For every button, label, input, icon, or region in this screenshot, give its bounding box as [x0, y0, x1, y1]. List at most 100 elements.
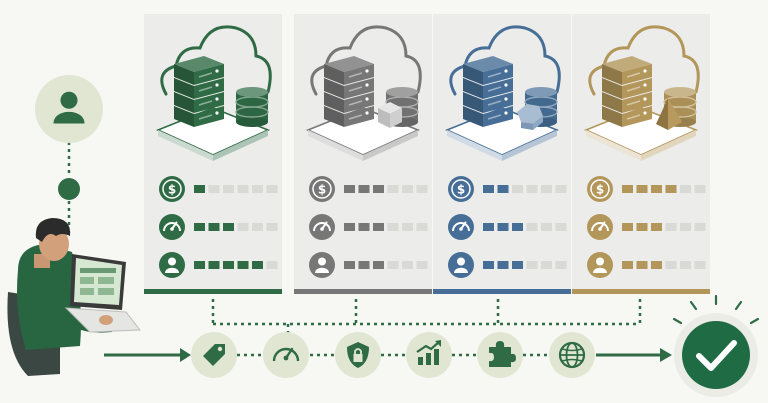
metric-row-2	[309, 214, 428, 240]
level-bar-filled	[483, 261, 494, 269]
level-bar-filled	[358, 223, 370, 231]
connection-lines	[67, 142, 672, 362]
metric-row-2	[587, 214, 706, 240]
cloud-icon	[310, 25, 422, 96]
check-icon	[696, 340, 737, 371]
level-bar-empty	[665, 261, 677, 269]
criterion-6	[549, 332, 595, 378]
metric-row-2	[448, 214, 567, 240]
level-bar-filled	[512, 261, 523, 269]
level-bar-filled	[252, 261, 263, 269]
cloud-icon	[449, 25, 561, 96]
gauge-icon	[313, 221, 331, 232]
level-bar-empty	[526, 261, 538, 269]
level-bar-filled	[344, 261, 355, 269]
connector-node	[58, 178, 80, 200]
level-bar-empty	[252, 185, 263, 193]
provider-column-2: $	[294, 14, 432, 294]
server-icon	[463, 56, 513, 127]
level-bar-empty	[223, 185, 234, 193]
level-bar-filled	[194, 261, 205, 269]
criterion-1	[191, 332, 237, 378]
globe-icon	[558, 341, 586, 369]
provider-columns: $$$$	[144, 14, 710, 294]
level-bar-filled	[237, 261, 249, 269]
criterion-2	[263, 332, 309, 378]
level-bar-empty	[387, 261, 399, 269]
level-bar-empty	[680, 261, 691, 269]
provider-column-3: $	[433, 14, 571, 294]
level-bar-empty	[541, 185, 552, 193]
price-tag-icon	[203, 344, 225, 366]
level-bar-filled	[373, 223, 384, 231]
level-bar-filled	[483, 185, 494, 193]
level-bar-filled	[208, 223, 220, 231]
level-bar-empty	[266, 185, 278, 193]
database-icon	[235, 87, 269, 127]
level-bar-empty	[237, 223, 249, 231]
level-bar-empty	[266, 261, 278, 269]
user-icon	[165, 257, 179, 273]
level-bar-empty	[694, 185, 706, 193]
user-avatar-circle	[35, 75, 103, 143]
cloud-icon	[588, 25, 700, 96]
developer-torso	[17, 244, 81, 350]
level-bar-filled	[665, 185, 677, 193]
dollar-icon: $	[168, 183, 176, 197]
criterion-3	[335, 332, 381, 378]
metric-row-3	[309, 252, 428, 278]
level-bar-filled	[622, 223, 633, 231]
gauge-icon	[591, 221, 609, 232]
provider-column-1: $	[144, 14, 282, 294]
level-bar-empty	[387, 223, 399, 231]
provider-underline	[294, 289, 432, 294]
result-badge	[672, 294, 760, 397]
level-bar-filled	[194, 223, 205, 231]
level-bar-empty	[252, 223, 263, 231]
metric-row-3	[587, 252, 706, 278]
gauge-icon	[272, 347, 300, 362]
metric-row-1: $	[448, 176, 567, 202]
server-icon	[602, 56, 652, 127]
level-bar-empty	[555, 185, 567, 193]
level-bar-empty	[555, 261, 567, 269]
dollar-icon: $	[318, 183, 326, 197]
metric-badge	[309, 214, 335, 240]
level-bar-filled	[651, 261, 662, 269]
level-bar-filled	[636, 223, 648, 231]
provider-underline	[433, 289, 571, 294]
level-bar-filled	[223, 261, 234, 269]
level-bar-empty	[541, 261, 552, 269]
level-bar-empty	[680, 185, 691, 193]
level-bar-empty	[237, 185, 249, 193]
provider-column-4: $	[572, 14, 710, 294]
level-bar-filled	[622, 261, 633, 269]
flow-arrow-end-head	[660, 348, 672, 362]
level-bar-filled	[497, 223, 509, 231]
pyramid-icon	[656, 98, 682, 130]
level-bar-filled	[358, 261, 370, 269]
growth-chart-icon	[416, 340, 441, 365]
level-bar-empty	[512, 185, 523, 193]
level-bar-filled	[651, 185, 662, 193]
puzzle-icon	[489, 341, 516, 367]
level-bar-empty	[387, 185, 399, 193]
selection-criteria	[191, 332, 595, 378]
user-icon	[315, 257, 329, 273]
level-bar-filled	[373, 261, 384, 269]
server-icon	[324, 56, 374, 127]
level-bar-empty	[665, 223, 677, 231]
level-bar-filled	[636, 261, 648, 269]
level-bar-empty	[526, 185, 538, 193]
level-bar-filled	[373, 185, 384, 193]
hexagon-icon	[517, 104, 543, 130]
level-bar-filled	[344, 185, 355, 193]
level-bar-empty	[694, 261, 706, 269]
metric-badge	[159, 214, 185, 240]
level-bar-filled	[208, 261, 220, 269]
level-bar-filled	[344, 223, 355, 231]
level-bar-filled	[622, 185, 633, 193]
criterion-circle	[263, 332, 309, 378]
level-bar-filled	[223, 223, 234, 231]
